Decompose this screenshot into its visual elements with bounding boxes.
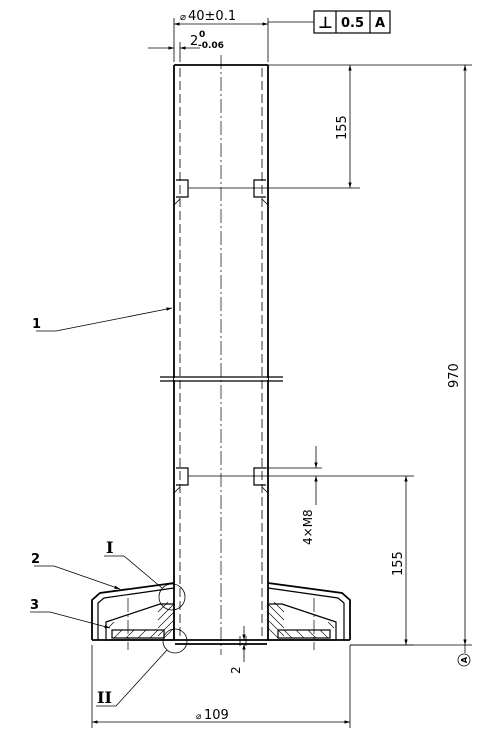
part-label-1: 1 bbox=[32, 317, 41, 332]
detail-leader-1: I bbox=[104, 538, 163, 589]
taper-base-label: 2 bbox=[190, 34, 198, 49]
detail-leader-2: II bbox=[96, 649, 168, 707]
taper-upper-label: 0 bbox=[199, 30, 205, 40]
plate-thickness-label: 2 bbox=[229, 666, 243, 674]
hole-callout-dimension: 4×M8 bbox=[254, 446, 322, 545]
plate-thickness-dimension: 2 bbox=[229, 626, 246, 674]
taper-dimension: 2 0 -0.06 bbox=[148, 30, 224, 62]
part-leader-1: 1 bbox=[32, 307, 173, 332]
tolerance-frame: ⊥ 0.5 A bbox=[268, 10, 391, 34]
tube-diameter-symbol: ⌀ bbox=[180, 12, 186, 23]
top-holes bbox=[173, 179, 269, 206]
datum-marker-label: A bbox=[460, 656, 469, 663]
tube-body bbox=[160, 55, 283, 655]
perpendicularity-symbol: ⊥ bbox=[318, 13, 333, 32]
detail-circles bbox=[158, 583, 188, 654]
part-leader-3: 3 bbox=[30, 598, 111, 629]
bottom-hole-offset-label: 155 bbox=[391, 551, 406, 576]
detail-label-2: II bbox=[97, 688, 112, 707]
tolerance-datum: A bbox=[375, 16, 385, 31]
base-assembly bbox=[91, 582, 351, 650]
top-hole-dimension: 155 bbox=[254, 64, 360, 189]
overall-height-dimension: 970 bbox=[350, 64, 472, 646]
overall-height-label: 970 bbox=[447, 363, 462, 388]
part-leader-2: 2 bbox=[31, 552, 121, 590]
taper-lower-label: -0.06 bbox=[198, 41, 224, 51]
tube-diameter-dimension: ⌀ 40±0.1 bbox=[173, 9, 269, 62]
hatching-right bbox=[267, 601, 335, 639]
detail-label-1: I bbox=[106, 538, 113, 557]
bottom-hole-dimension: 155 bbox=[254, 475, 414, 646]
base-diameter-label: 109 bbox=[204, 708, 229, 723]
datum-marker: A bbox=[457, 645, 471, 667]
base-diameter-symbol: ⌀ bbox=[196, 712, 202, 722]
hole-callout-label: 4×M8 bbox=[301, 509, 315, 545]
tube-diameter-label: 40±0.1 bbox=[188, 9, 236, 24]
part-label-2: 2 bbox=[31, 552, 40, 567]
top-hole-offset-label: 155 bbox=[335, 115, 350, 140]
part-label-3: 3 bbox=[30, 598, 39, 613]
base-diameter-dimension: ⌀ 109 bbox=[91, 645, 351, 728]
tolerance-value: 0.5 bbox=[341, 16, 364, 31]
